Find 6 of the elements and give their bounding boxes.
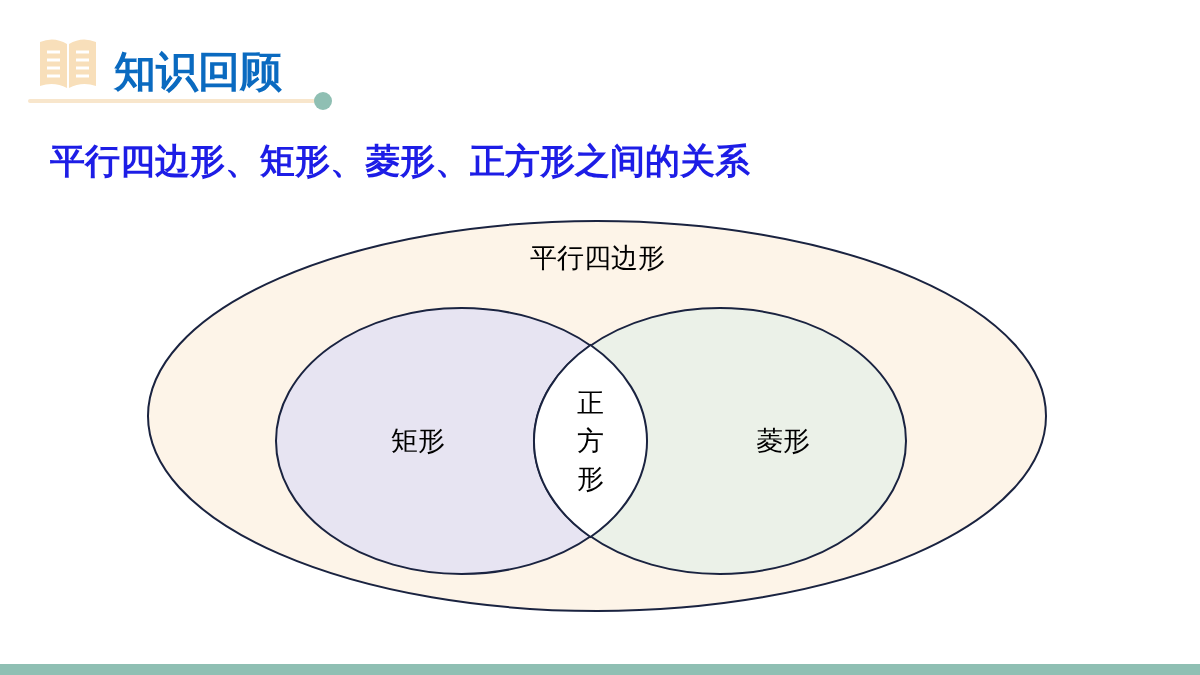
shape-label: 正方形 — [576, 386, 604, 496]
shape-label: 矩形 — [391, 424, 445, 458]
heading: 知识回顾 — [114, 46, 282, 98]
shape-label: 菱形 — [756, 424, 810, 458]
subheading: 平行四边形、矩形、菱形、正方形之间的关系 — [50, 140, 750, 183]
shape-label: 平行四边形 — [529, 241, 665, 275]
